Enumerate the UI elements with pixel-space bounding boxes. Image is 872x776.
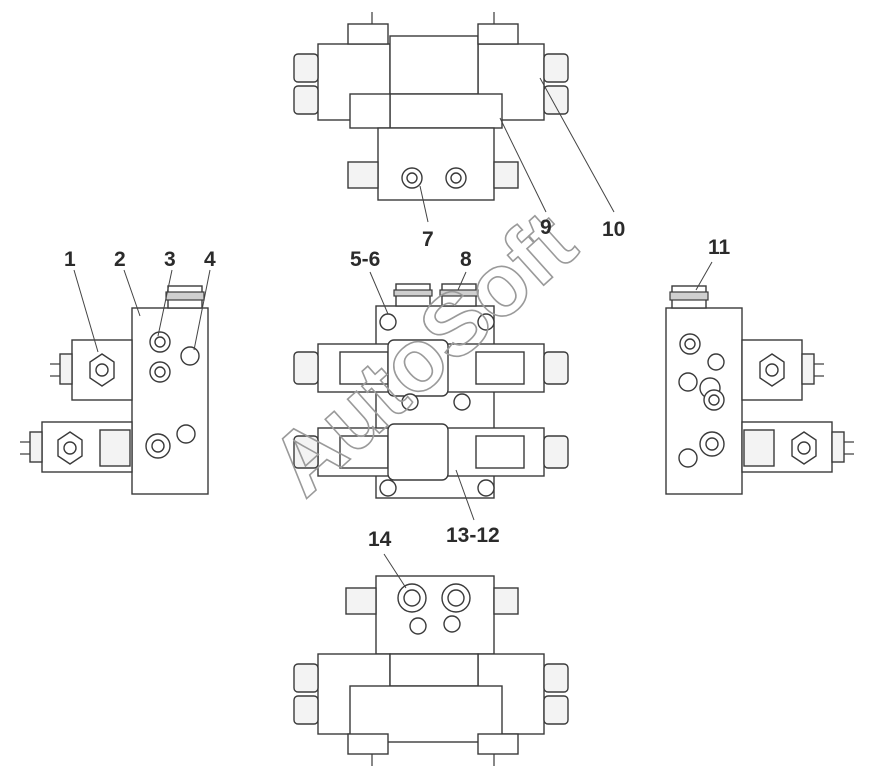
label-14: 14 (368, 528, 392, 551)
label-8: 8 (460, 248, 472, 271)
label-2: 2 (114, 248, 126, 271)
left-view-assembly (20, 269, 211, 495)
label-3: 3 (164, 248, 176, 271)
label-1: 1 (64, 248, 76, 271)
right-view-assembly (665, 261, 854, 495)
label-11: 11 (708, 236, 731, 259)
top-view-assembly (293, 12, 615, 223)
label-4: 4 (204, 248, 216, 271)
center-view-assembly (293, 271, 569, 521)
bottom-view-assembly (293, 553, 569, 766)
label-7: 7 (422, 228, 434, 251)
label-9: 9 (540, 216, 552, 239)
label-10: 10 (602, 218, 625, 241)
label-13-12: 13-12 (446, 524, 500, 547)
label-5-6: 5-6 (350, 248, 380, 271)
